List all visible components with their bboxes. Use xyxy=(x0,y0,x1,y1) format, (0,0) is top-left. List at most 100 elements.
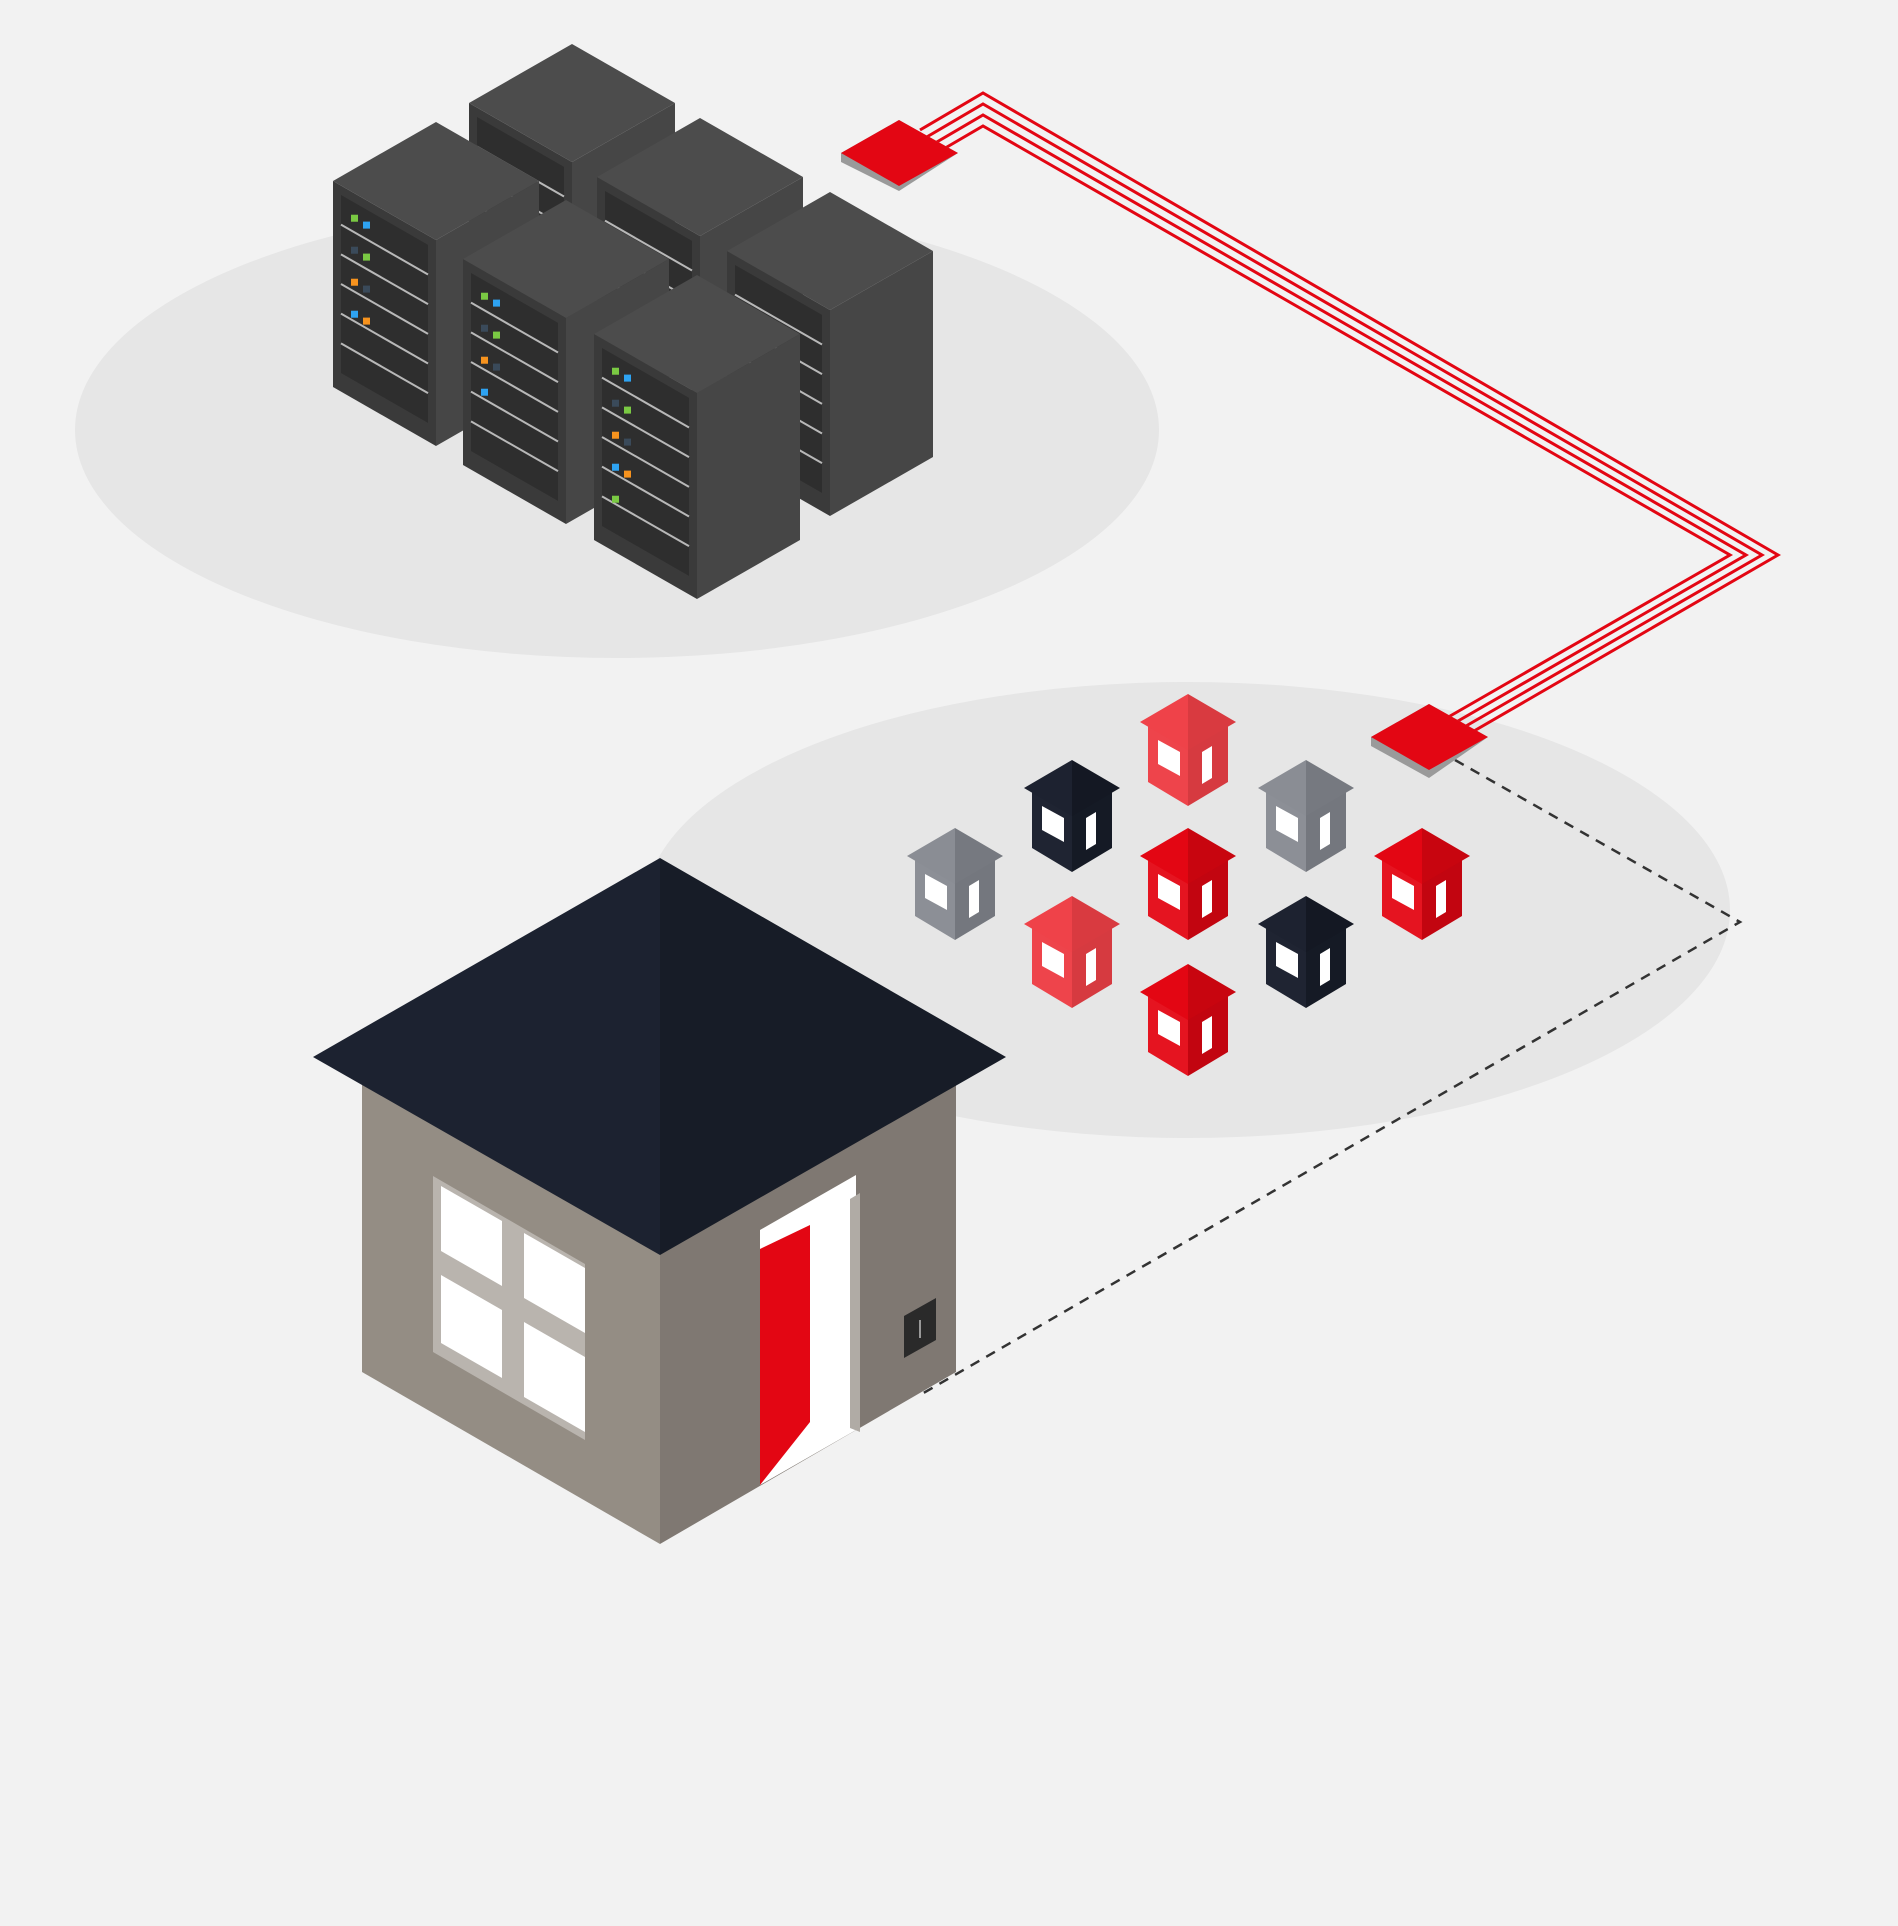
status-led xyxy=(363,253,370,261)
rack-top xyxy=(597,118,803,236)
window-pane xyxy=(524,1322,585,1432)
neighborhood-node xyxy=(1371,704,1488,778)
home-building xyxy=(313,858,1006,1544)
house-roof-right xyxy=(1188,828,1236,884)
status-led xyxy=(493,331,500,339)
house-window xyxy=(1276,806,1298,842)
house-roof-right xyxy=(1072,896,1120,952)
node-top xyxy=(841,120,958,186)
status-led xyxy=(363,221,370,229)
house-roof-right xyxy=(1072,760,1120,816)
fiber-strand xyxy=(924,102,1765,739)
house-roof-left xyxy=(1140,828,1188,884)
house-roof-right xyxy=(1306,760,1354,816)
house-roof-right xyxy=(1306,896,1354,952)
rack-top xyxy=(333,122,539,240)
rack-top xyxy=(594,275,800,393)
status-led xyxy=(624,470,631,478)
rack-slot-rail xyxy=(340,223,429,276)
status-led xyxy=(612,431,619,439)
rack-slot-rail xyxy=(470,420,559,473)
rack-slot-rail xyxy=(601,465,690,518)
house-roof-right xyxy=(1422,828,1470,884)
house-window xyxy=(1042,942,1064,978)
window-pane xyxy=(441,1186,502,1286)
fiber-strand xyxy=(919,91,1781,744)
house-window xyxy=(1276,942,1298,978)
status-led xyxy=(363,285,370,293)
rack-face-right xyxy=(697,334,800,599)
window-pane xyxy=(524,1233,585,1333)
rack-slot-rail xyxy=(601,495,690,548)
house-roof-left xyxy=(1024,896,1072,952)
rack-slot-rail xyxy=(470,331,559,384)
small-house xyxy=(1374,828,1470,940)
status-led xyxy=(351,214,358,222)
house-door xyxy=(969,880,979,918)
status-led xyxy=(624,438,631,446)
house-window xyxy=(1158,874,1180,910)
home-roof-left xyxy=(313,858,660,1255)
rack-slot-rail xyxy=(340,283,429,335)
house-door xyxy=(1086,948,1096,986)
status-led xyxy=(624,406,631,414)
server-rack xyxy=(594,275,800,599)
house-door xyxy=(1202,746,1212,784)
house-roof-right xyxy=(955,828,1003,884)
house-window xyxy=(1158,740,1180,776)
status-led xyxy=(481,324,488,332)
house-roof-left xyxy=(1374,828,1422,884)
status-led xyxy=(481,388,488,396)
status-led xyxy=(612,367,619,375)
house-roof-left xyxy=(907,828,955,884)
house-roof-left xyxy=(1140,964,1188,1020)
house-door xyxy=(1202,1016,1212,1054)
window-pane xyxy=(441,1275,502,1378)
rack-slot-rail xyxy=(340,342,429,395)
house-window xyxy=(1392,874,1414,910)
fiber-cable xyxy=(919,91,1781,744)
status-led xyxy=(351,246,358,254)
house-door xyxy=(1086,812,1096,850)
status-led xyxy=(612,463,619,471)
fiber-strand xyxy=(934,124,1734,729)
rack-face-right xyxy=(830,251,933,516)
rack-slot-rail xyxy=(734,293,823,346)
rack-slot-rail xyxy=(470,301,559,354)
house-window xyxy=(1042,806,1064,842)
home-window xyxy=(433,1176,585,1440)
status-led xyxy=(612,495,619,503)
home-door-open[interactable] xyxy=(760,1225,810,1485)
rack-slot-rail xyxy=(601,376,690,429)
house-roof-left xyxy=(1258,896,1306,952)
small-house xyxy=(1140,828,1236,940)
house-door xyxy=(1320,812,1330,850)
small-house xyxy=(1140,694,1236,806)
house-roof-left xyxy=(1024,760,1072,816)
rack-top xyxy=(463,200,669,318)
server-racks xyxy=(333,44,933,599)
house-door xyxy=(1436,880,1446,918)
rack-slot-rail xyxy=(601,436,690,488)
house-roof-left xyxy=(1140,694,1188,750)
status-led xyxy=(481,292,488,300)
small-house xyxy=(1024,760,1120,872)
fiber-strand xyxy=(929,113,1750,734)
home-doorway-jamb xyxy=(850,1193,860,1432)
small-house xyxy=(907,828,1003,940)
rack-top xyxy=(727,192,933,310)
status-led xyxy=(624,374,631,382)
status-led xyxy=(493,363,500,371)
small-house xyxy=(1258,760,1354,872)
status-led xyxy=(351,310,358,318)
house-roof-right xyxy=(1188,964,1236,1020)
small-house xyxy=(1024,896,1120,1008)
datacenter-node xyxy=(841,120,958,191)
status-led xyxy=(351,278,358,286)
wall-outlet xyxy=(904,1298,936,1358)
status-led xyxy=(481,356,488,364)
house-window xyxy=(1158,1010,1180,1046)
house-window xyxy=(925,874,947,910)
status-led xyxy=(612,399,619,407)
